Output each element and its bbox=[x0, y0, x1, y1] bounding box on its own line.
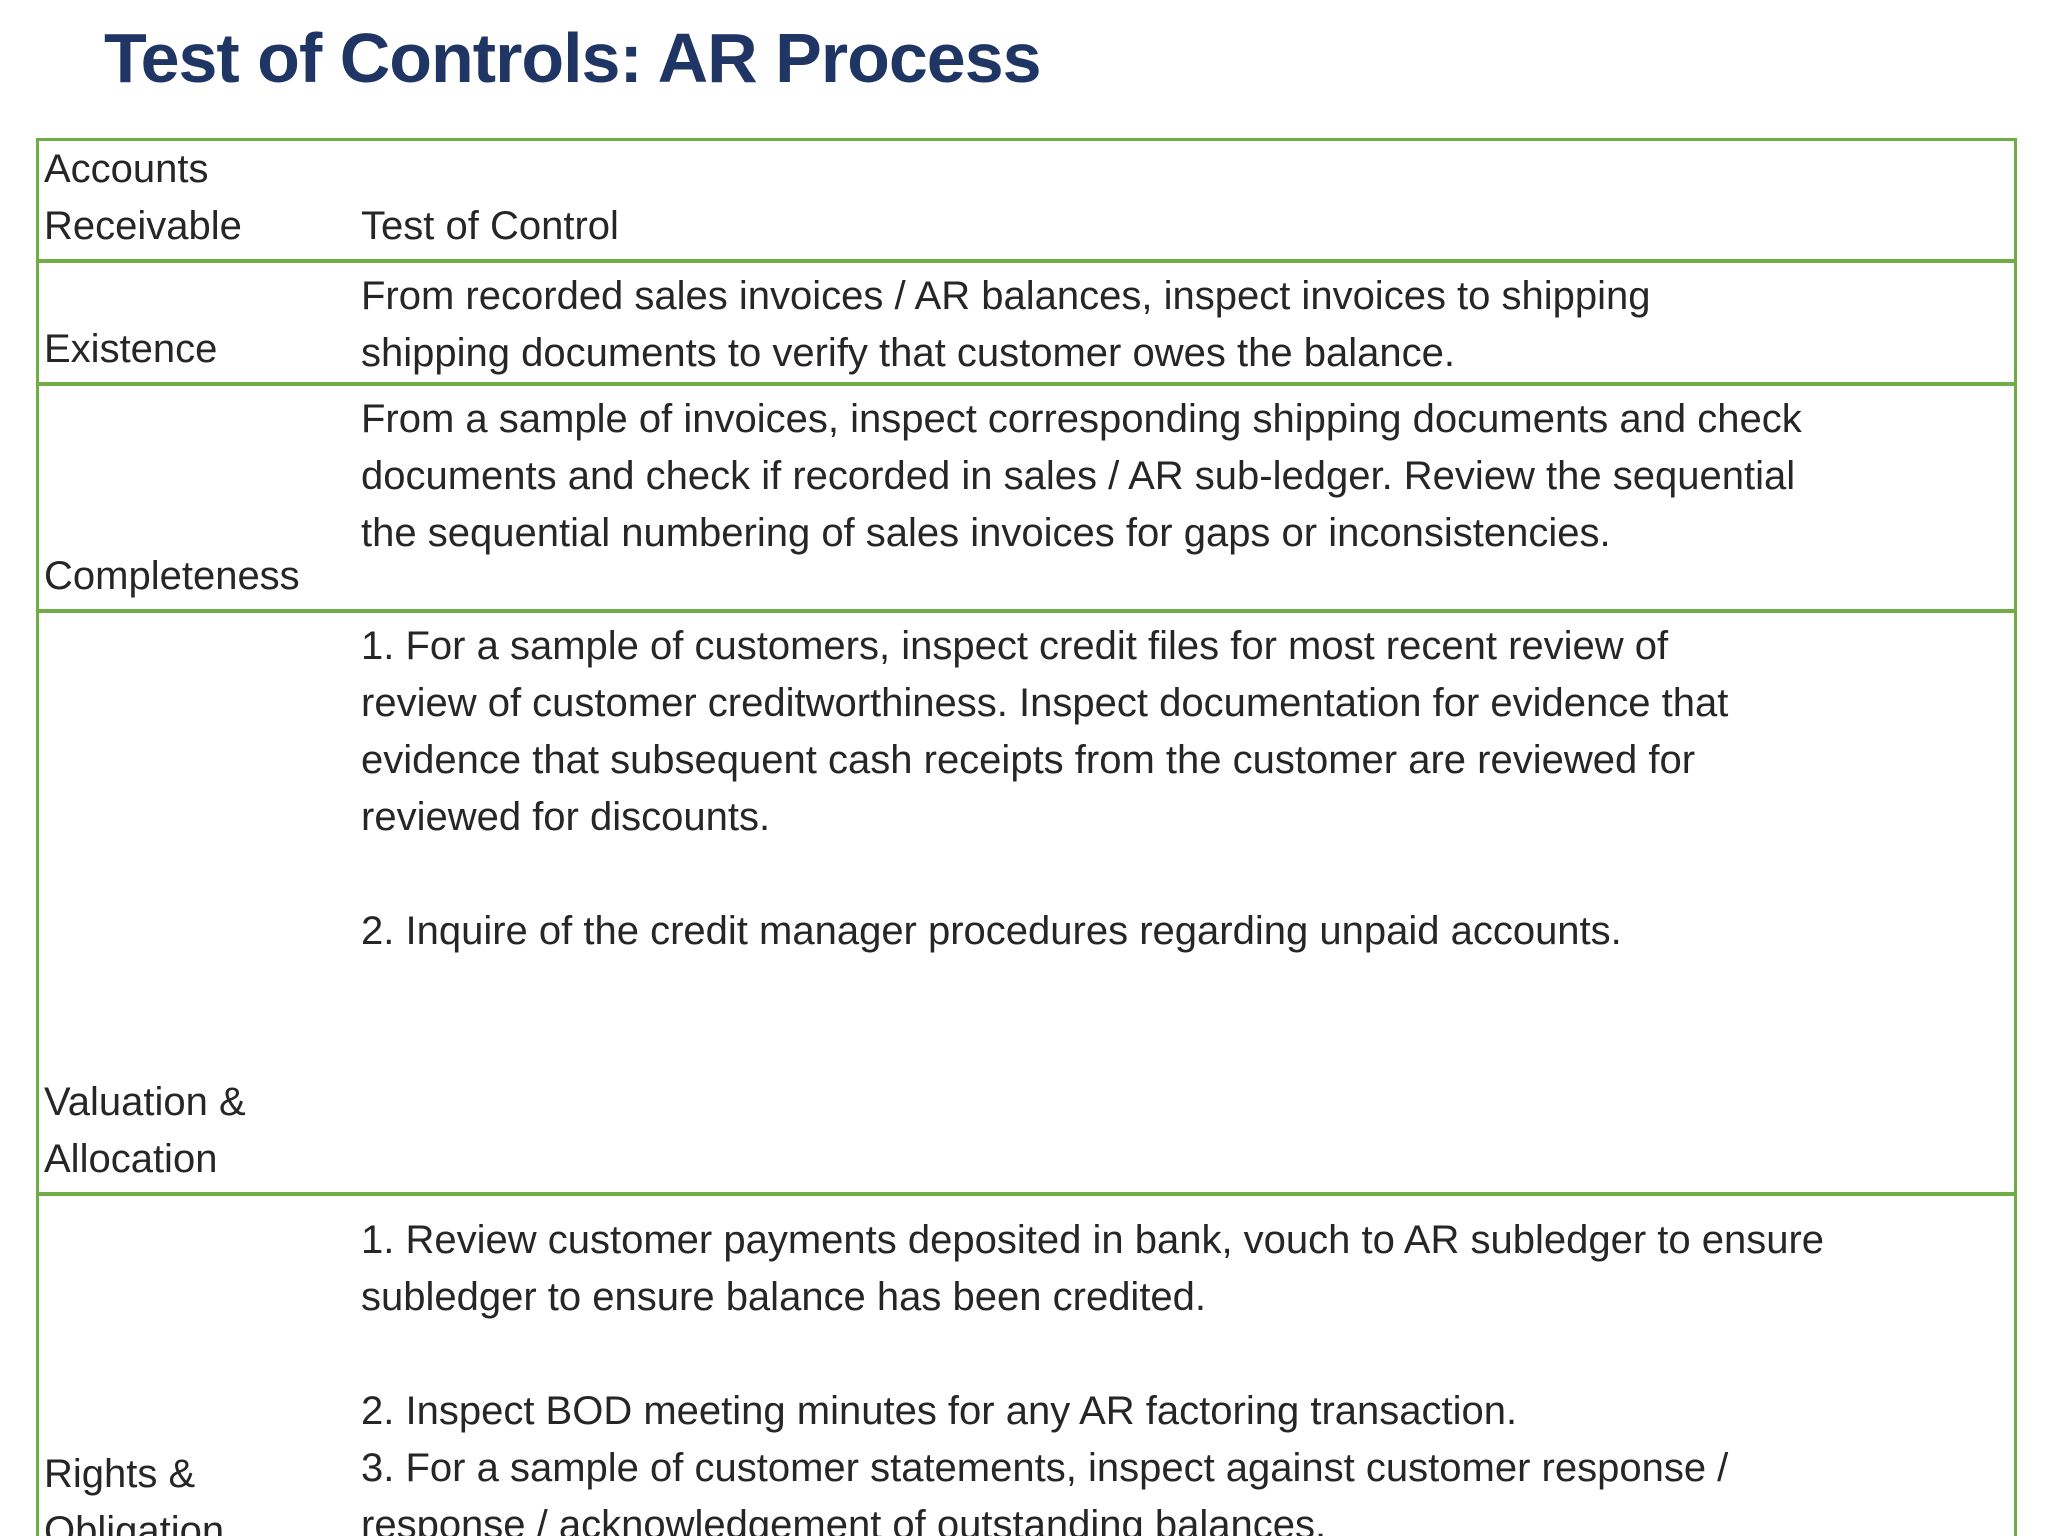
control-cell-existence: From recorded sales invoices / AR balanc… bbox=[339, 263, 2014, 382]
table-row-existence: Existence From recorded sales invoices /… bbox=[39, 263, 2014, 386]
header-control-cell: Test of Control bbox=[339, 141, 2014, 259]
text-line: 1. For a sample of customers, inspect cr… bbox=[361, 624, 1669, 668]
text-line: reviewed for discounts. bbox=[361, 795, 771, 839]
text-line bbox=[361, 846, 2014, 903]
text-line: review of customer creditworthiness. Ins… bbox=[361, 681, 1729, 725]
text-line bbox=[361, 1326, 2014, 1383]
text-line: Valuation & bbox=[44, 1080, 246, 1124]
text-line: response / acknowledgement of outstandin… bbox=[361, 1503, 1327, 1536]
text-line: shipping documents to verify that custom… bbox=[361, 331, 1455, 375]
table-row-valuation-allocation: Valuation & Allocation 1. For a sample of… bbox=[39, 613, 2014, 1196]
text-line: From recorded sales invoices / AR balanc… bbox=[361, 274, 1651, 318]
text-line: Rights & bbox=[44, 1452, 196, 1496]
text-line: evidence that subsequent cash receipts f… bbox=[361, 738, 1696, 782]
text-line: Allocation bbox=[44, 1137, 218, 1181]
control-cell-completeness: From a sample of invoices, inspect corre… bbox=[339, 386, 2014, 609]
header-control-label: Test of Control bbox=[361, 204, 619, 248]
control-cell-rights-obligation: 1. Review customer payments deposited in… bbox=[339, 1196, 2014, 1536]
table-row-rights-obligation: Rights & Obligation 1. Review customer pa… bbox=[39, 1196, 2014, 1536]
control-cell-valuation-allocation: 1. For a sample of customers, inspect cr… bbox=[339, 613, 2014, 1192]
slide-title: Test of Controls: AR Process bbox=[104, 19, 1042, 97]
text-line: Completeness bbox=[44, 554, 300, 598]
text-line: 2. Inspect BOD meeting minutes for any A… bbox=[361, 1389, 1518, 1433]
text-line: From a sample of invoices, inspect corre… bbox=[361, 397, 1802, 441]
text-line: documents and check if recorded in sales… bbox=[361, 454, 1796, 498]
text-line: subledger to ensure balance has been cre… bbox=[361, 1275, 1207, 1319]
text-line: 1. Review customer payments deposited in… bbox=[361, 1218, 1825, 1262]
assertion-cell-existence: Existence bbox=[39, 263, 339, 382]
text-line: Receivable bbox=[44, 204, 242, 248]
assertion-cell-completeness: Completeness bbox=[39, 386, 339, 609]
text-line: Obligation bbox=[44, 1509, 225, 1536]
assertion-cell-rights-obligation: Rights & Obligation bbox=[39, 1196, 339, 1536]
text-line: Existence bbox=[44, 327, 218, 371]
text-line: 3. For a sample of customer statements, … bbox=[361, 1446, 1729, 1490]
table-row-completeness: Completeness From a sample of invoices, … bbox=[39, 386, 2014, 613]
text-line: 2. Inquire of the credit manager procedu… bbox=[361, 909, 1622, 953]
text-line: the sequential numbering of sales invoic… bbox=[361, 511, 1611, 555]
assertion-cell-valuation-allocation: Valuation & Allocation bbox=[39, 613, 339, 1192]
text-line: Accounts bbox=[44, 147, 209, 191]
